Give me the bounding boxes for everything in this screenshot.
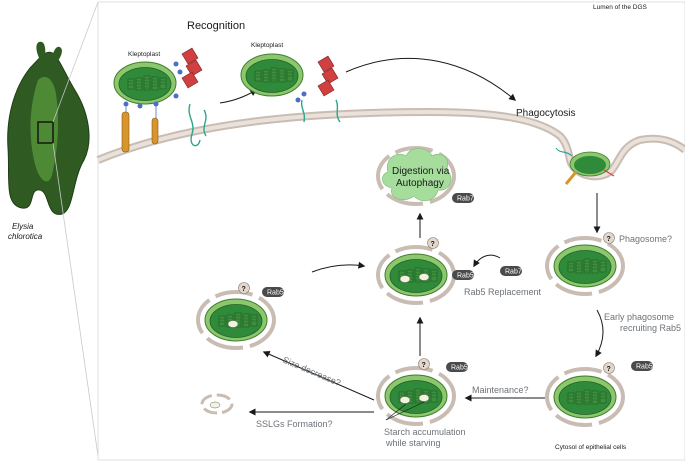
species-name-line2: chlorotica — [8, 232, 43, 241]
phagosome — [545, 236, 625, 296]
autophagy-digestion — [376, 146, 456, 206]
rab5-replacement-label: Rab5 Replacement — [464, 287, 542, 297]
sslgs-formation-label: SSLGs Formation? — [256, 419, 333, 429]
zoom-box — [37, 121, 54, 144]
question-mark: ? — [242, 286, 246, 293]
question-marker — [603, 232, 615, 244]
rab5-badge-text: Rab5 — [457, 273, 474, 280]
phagosome-label: Phagosome? — [619, 234, 672, 244]
question-mark: ? — [607, 236, 611, 243]
zoom-panel — [97, 1, 685, 461]
rab5-badge — [631, 361, 653, 371]
question-marker — [427, 237, 439, 249]
rab5-badge — [446, 362, 468, 372]
question-mark: ? — [422, 362, 426, 369]
starch-label-line2: while starving — [385, 438, 441, 448]
kleptoplast-label-2: Kleptoplast — [251, 42, 283, 49]
engulfed-kleptoplast — [555, 147, 615, 185]
rab5-badge — [452, 270, 474, 280]
lumen-label: Lumen of the DGS — [593, 4, 647, 11]
early-phagosome-label-line2: recruiting Rab5 — [620, 323, 681, 333]
starch-kleptoplast — [376, 366, 456, 426]
cell-membrane — [96, 107, 685, 181]
rab7-badge — [452, 193, 474, 203]
early-phagosome — [545, 367, 625, 427]
rab7-badge — [500, 266, 522, 276]
rab5-replacement-kleptoplast — [376, 245, 456, 305]
kleptoplast-recognition-1 — [114, 47, 207, 153]
small-kleptoplast — [196, 290, 276, 350]
recognition-label: Recognition — [187, 20, 245, 32]
question-marker — [603, 362, 615, 374]
question-mark: ? — [431, 241, 435, 248]
kleptoplast-recognition-2 — [241, 54, 341, 123]
early-phagosome-label-line1: Early phagosome — [604, 312, 674, 322]
digestion-label-line1: Digestion via — [392, 166, 450, 177]
species-name-line1: Elysia — [12, 222, 34, 231]
rab7-badge-text: Rab7 — [457, 196, 474, 203]
digestion-label-line2: Autophagy — [396, 178, 444, 189]
maintenance-label: Maintenance? — [472, 385, 529, 395]
size-decrease-label: Size decrease? — [281, 355, 342, 388]
rab5-badge-text: Rab5 — [636, 364, 653, 371]
question-marker — [418, 358, 430, 370]
question-marker — [238, 282, 250, 294]
rab5-badge — [262, 287, 284, 297]
sea-slug-illustration — [7, 1, 99, 457]
cytosol-label: Cytosol of epithelial cells — [555, 444, 627, 451]
kleptoplast-label-1: Kleptoplast — [128, 51, 160, 58]
question-mark: ? — [607, 366, 611, 373]
phagocytosis-label: Phagocytosis — [516, 108, 575, 119]
starch-label-line1: Starch accumulation — [384, 427, 466, 437]
sslg-vesicle — [200, 393, 234, 415]
rab7-badge-text: Rab7 — [505, 269, 522, 276]
rab5-badge-text: Rab5 — [451, 365, 468, 372]
rab5-badge-text: Rab5 — [267, 290, 284, 297]
